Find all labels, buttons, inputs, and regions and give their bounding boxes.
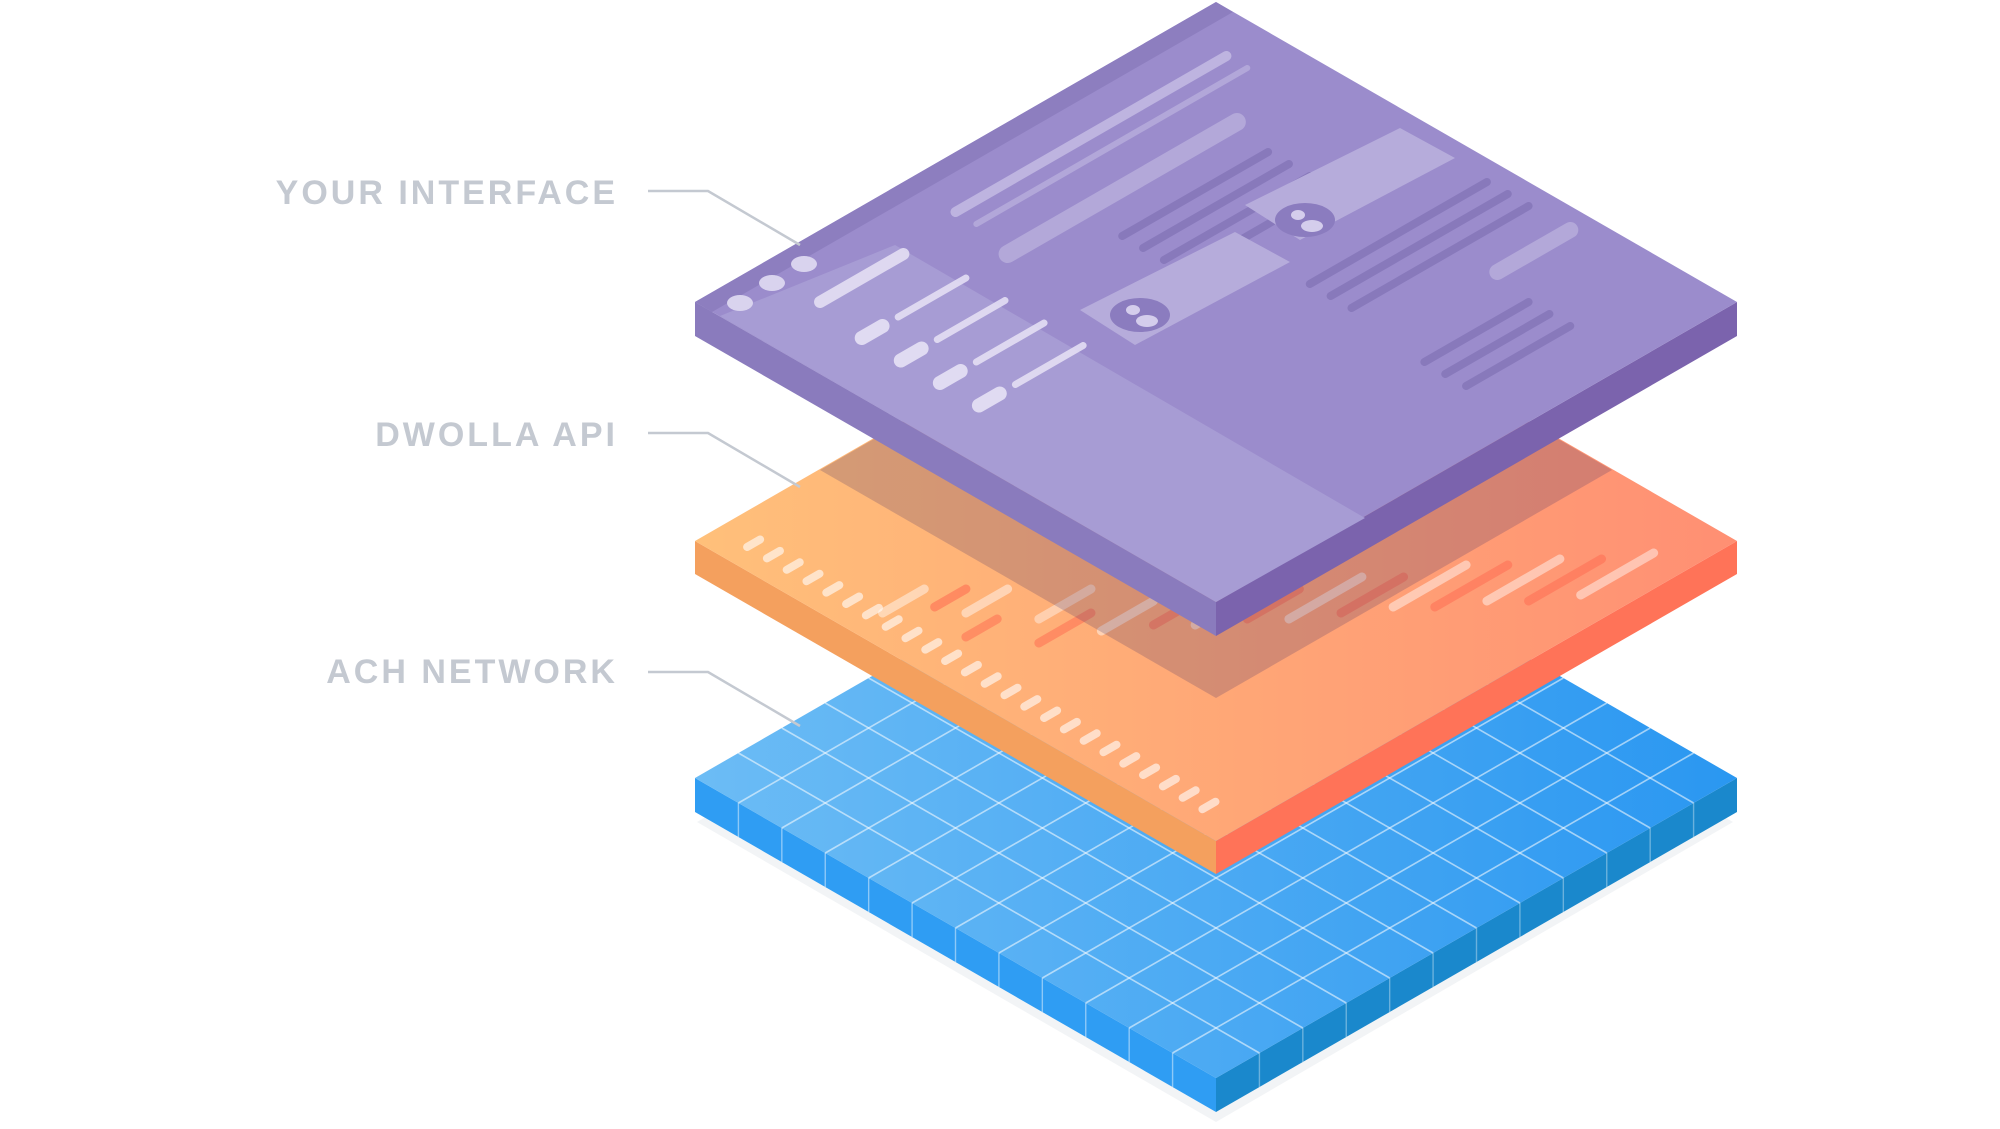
line-number-dash [842, 592, 864, 608]
line-number-dash [941, 649, 963, 665]
network-side-right [1216, 778, 1737, 1112]
sidebar-bar [894, 274, 970, 321]
ui-bar [973, 65, 1251, 227]
line-number-dash [1099, 740, 1121, 757]
label-dwolla-api: DWOLLA API [375, 416, 618, 454]
sidebar-bar [972, 319, 1048, 366]
code-line [961, 614, 1002, 642]
ui-bar [1305, 178, 1491, 288]
code-line [1430, 560, 1513, 612]
avatar [1275, 203, 1335, 237]
sidebar-chip [893, 341, 929, 368]
leader-line-api [648, 431, 801, 489]
grid-line [1172, 752, 1694, 1054]
ui-bar [1462, 322, 1575, 390]
avatar-head [1126, 305, 1140, 315]
window-dot-1 [727, 295, 753, 311]
interface-titlebar [695, 2, 1233, 312]
code-line [1242, 584, 1304, 624]
label-api: DWOLLA API [375, 416, 801, 489]
ui-bar [1118, 148, 1273, 240]
code-line [1576, 548, 1659, 600]
line-number-dash [802, 569, 824, 586]
interface-ui-elements [814, 51, 1579, 413]
line-number-dash [1158, 774, 1180, 791]
line-number-dash [1000, 683, 1022, 700]
line-number-dash [1178, 786, 1200, 802]
avatar-body [1136, 315, 1158, 327]
api-side-left [695, 541, 1216, 874]
code-line [1096, 596, 1158, 636]
line-number-dash [960, 660, 982, 677]
window-dot-3 [791, 256, 817, 272]
code-line [1336, 572, 1409, 618]
ui-bar [1489, 222, 1579, 280]
label-interface: YOUR INTERFACE [276, 174, 801, 247]
your-interface-layer [695, 2, 1737, 636]
avatar-head [1291, 210, 1305, 220]
avatar [1110, 298, 1170, 332]
line-number-dash [1139, 763, 1161, 779]
ui-bar [950, 51, 1232, 217]
interface-side-left [695, 302, 1216, 636]
interface-side-right [1216, 302, 1737, 636]
ui-bar [1441, 310, 1554, 378]
window-controls [727, 256, 817, 311]
label-your-interface: YOUR INTERFACE [276, 174, 618, 212]
line-number-dash [861, 603, 883, 620]
line-number-dash [1119, 752, 1141, 768]
leader-line-network [648, 670, 801, 728]
code-line [1524, 554, 1607, 606]
line-number-dash [743, 535, 765, 551]
label-network: ACH NETWORK [326, 653, 801, 728]
avatar-body [1301, 220, 1323, 232]
sidebar-chip [971, 386, 1007, 413]
grid-line [1128, 727, 1651, 1029]
label-ach-network: ACH NETWORK [326, 653, 618, 691]
code-line [961, 584, 1013, 618]
code-line [1482, 554, 1565, 606]
sidebar-chip [932, 364, 968, 390]
sidebar-bar [1011, 342, 1087, 388]
code-line [930, 584, 971, 612]
code-line [1034, 584, 1096, 624]
code-line [878, 584, 929, 618]
leader-line-interface [648, 189, 801, 247]
line-number-dash [1020, 695, 1042, 711]
line-number-dash [1059, 717, 1081, 734]
api-side-right [1216, 541, 1737, 874]
sidebar-bar [933, 297, 1009, 343]
ui-bar [1139, 160, 1293, 252]
code-line [1284, 572, 1367, 624]
user-card-1 [1080, 232, 1290, 345]
sidebar-title-bar [814, 248, 910, 308]
line-number-dash [1079, 729, 1101, 745]
ui-bar [1347, 202, 1533, 312]
network-side-left [695, 778, 1216, 1112]
line-number-dash [921, 638, 943, 654]
line-number-dash [782, 558, 804, 574]
line-number-dash [901, 626, 923, 643]
line-number-dash [1040, 706, 1062, 722]
line-number-dash [881, 615, 903, 631]
code-line [1388, 560, 1471, 612]
ui-bar [998, 113, 1246, 263]
line-number-dash [980, 672, 1002, 688]
window-dot-2 [759, 275, 785, 291]
ui-bar [1420, 298, 1533, 366]
code-line [1034, 608, 1096, 648]
user-card-2 [1245, 128, 1455, 240]
sidebar-chip [854, 319, 890, 345]
line-number-dash [822, 581, 844, 597]
line-number-dash [1198, 797, 1220, 814]
ui-bar [1326, 190, 1512, 300]
line-number-dash [762, 546, 784, 563]
api-line-numbers [743, 535, 1220, 814]
